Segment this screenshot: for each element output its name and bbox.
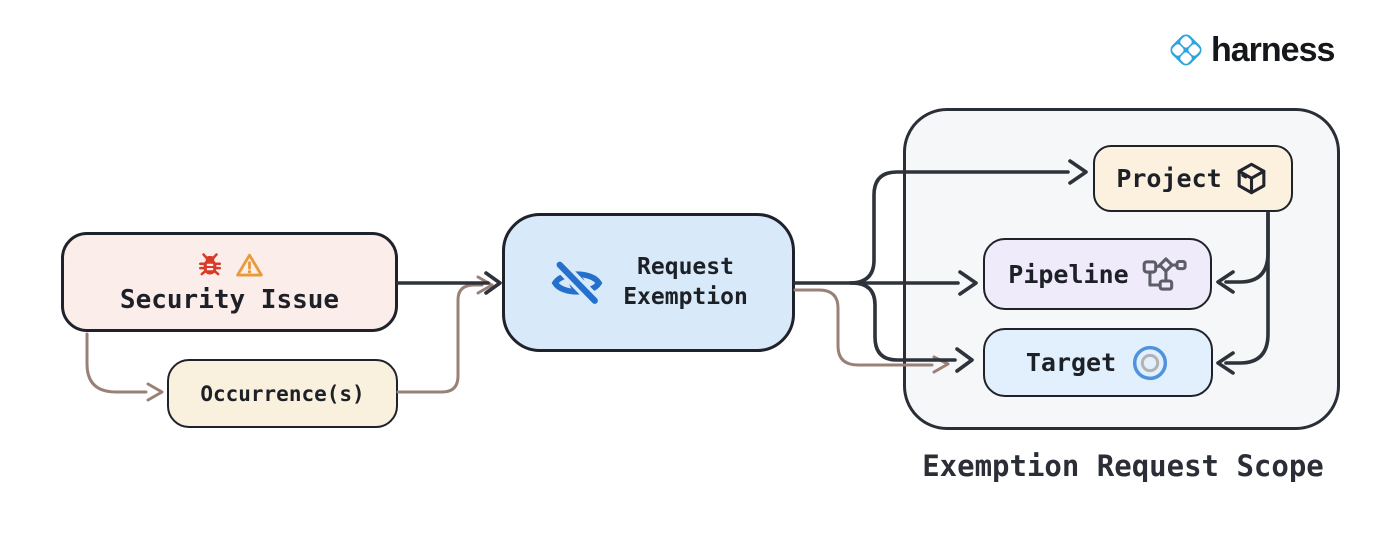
pipeline-flow-icon — [1141, 256, 1187, 292]
project-node: Project — [1093, 145, 1293, 212]
warning-triangle-icon — [234, 250, 265, 281]
project-label: Project — [1116, 164, 1222, 193]
request-exemption-line2: Exemption — [623, 283, 748, 310]
security-issue-icons — [195, 250, 265, 281]
edge-security-to-occurrences — [85, 332, 164, 402]
bug-icon — [195, 250, 225, 280]
harness-logo: harness — [1164, 28, 1335, 72]
package-cube-icon — [1233, 160, 1270, 197]
request-exemption-line1: Request — [637, 253, 734, 280]
security-issue-label: Security Issue — [119, 284, 340, 315]
occurrences-label: Occurrence(s) — [200, 381, 365, 406]
edge-security-to-request — [396, 271, 502, 295]
pipeline-node: Pipeline — [983, 238, 1212, 310]
harness-logo-icon — [1164, 28, 1208, 72]
edge-occurrences-to-request — [396, 275, 494, 394]
target-label: Target — [1025, 348, 1117, 377]
scope-caption: Exemption Request Scope — [922, 449, 1324, 483]
request-exemption-node: Request Exemption — [502, 213, 795, 352]
pipeline-label: Pipeline — [1008, 259, 1129, 289]
harness-wordmark: harness — [1211, 30, 1335, 69]
request-exemption-label: Request Exemption — [623, 253, 748, 313]
target-node: Target — [983, 328, 1213, 397]
occurrences-node: Occurrence(s) — [167, 359, 398, 428]
eye-off-icon — [549, 255, 605, 311]
target-circle-icon — [1130, 343, 1170, 383]
security-issue-node: Security Issue — [61, 232, 398, 332]
